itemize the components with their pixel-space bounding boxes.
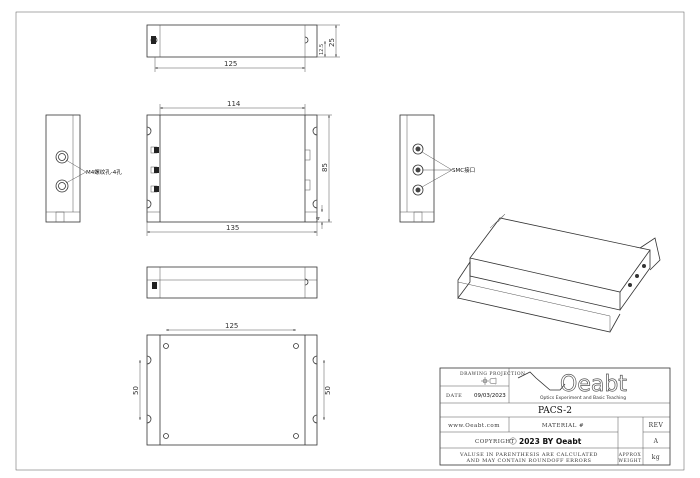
dim-front-flange: 4	[316, 217, 322, 220]
date-label: DATE	[446, 393, 462, 399]
front-view: 114 135 85 4	[146, 100, 332, 236]
dim-top-height: 25	[328, 38, 336, 47]
projection-symbol-icon	[481, 377, 497, 385]
sheet-border	[15, 11, 685, 471]
right-side-view: SMC接口	[399, 114, 475, 223]
dim-top-half-height: 12.5	[319, 44, 325, 55]
dim-front-height: 85	[321, 163, 329, 172]
approx-label: APPROX	[618, 452, 642, 458]
dim-top-length: 125	[224, 60, 237, 68]
weight-label: WEIGHT	[618, 458, 641, 464]
copyright-value: 2023 BY Oeabt	[519, 437, 582, 446]
top-view: 125 25 12.5	[146, 24, 340, 72]
copyright-icon	[509, 437, 517, 445]
rev-label: REV	[649, 422, 664, 429]
dim-bottom-left-height: 50	[132, 386, 140, 395]
callout-smc-ports: SMC接口	[452, 166, 475, 174]
dim-bottom-right-height: 50	[324, 386, 332, 395]
material-label: MATERIAL #	[542, 423, 584, 429]
dim-front-total-width: 135	[226, 224, 239, 232]
date-value: 09/03/2023	[474, 393, 506, 399]
logo-text: Oeabt	[560, 372, 627, 397]
bottom-view: 125 50 50	[132, 322, 332, 446]
isometric-view	[457, 213, 661, 333]
rev-value: A	[653, 438, 659, 445]
website: www.Oeabt.com	[448, 423, 500, 429]
logo-subtitle: Optics Experiment and Basic Teaching	[540, 395, 626, 401]
note-line-2: AND MAY CONTAIN ROUNDOFF ERRORS	[466, 458, 592, 464]
drawing-projection-label: DRAWING PROJECTION	[460, 371, 525, 377]
dim-bottom-length: 125	[225, 322, 238, 330]
part-name: PACS-2	[538, 406, 572, 416]
oeabt-logo: Oeabt Optics Experiment and Basic Teachi…	[517, 371, 628, 401]
callout-threaded-holes: M4螺纹孔-4孔	[86, 168, 122, 176]
dim-front-inner-width: 114	[227, 100, 241, 108]
side-view	[146, 266, 318, 299]
left-side-view: M4螺纹孔-4孔	[45, 114, 122, 223]
weight-unit: kg	[652, 454, 660, 461]
note-line-1: VALUSE IN PARENTHESIS ARE CALCULATED	[459, 452, 598, 458]
title-block: DRAWING PROJECTION DATE 09/03/2023 Oeabt…	[439, 367, 671, 466]
copyright-label: COPYRIGHT	[475, 439, 515, 445]
